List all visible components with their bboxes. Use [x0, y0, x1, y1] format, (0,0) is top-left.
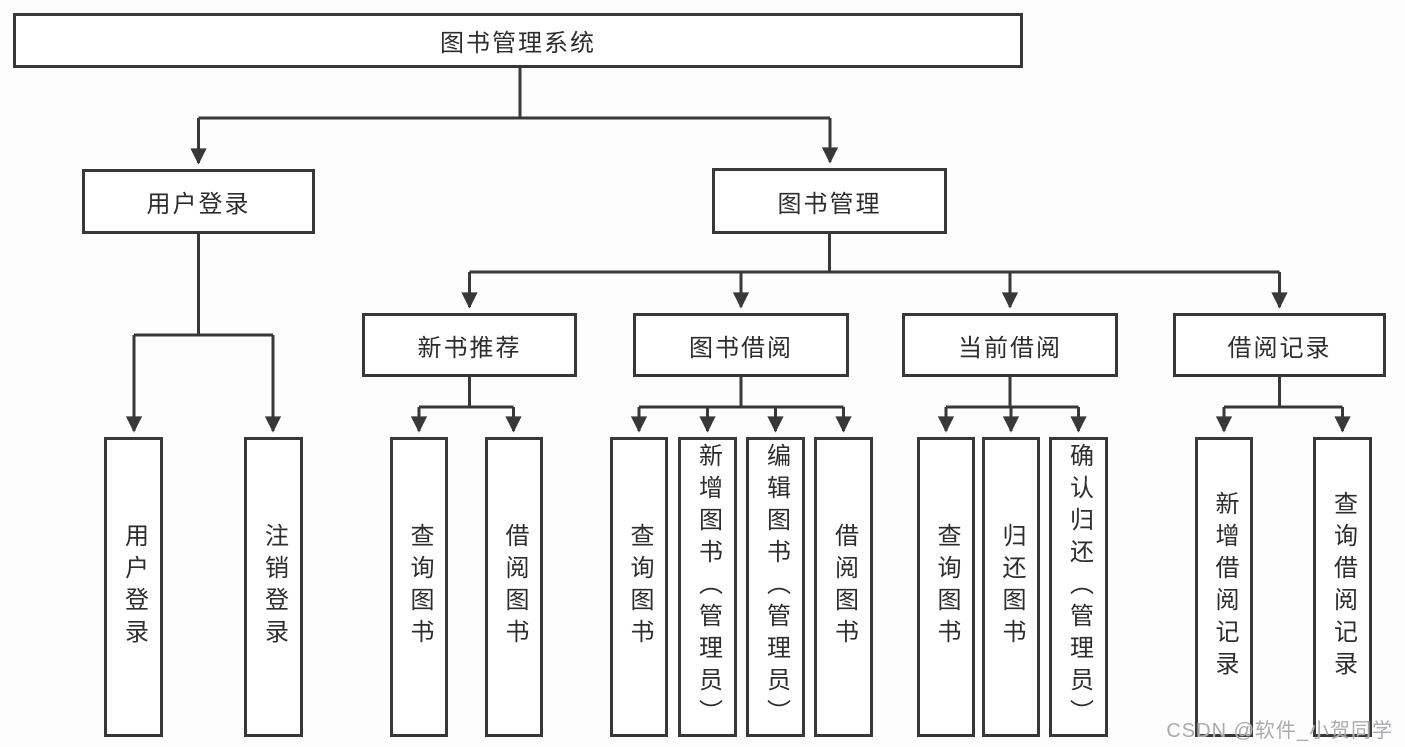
leaf-label: 查询借阅记录 [1329, 491, 1357, 683]
leaf-confirm-return-admin: 确认归还（管理员） [1049, 437, 1108, 737]
leaf-add-books-admin: 新增图书（管理员） [678, 437, 737, 737]
node-current-borrowing: 当前借阅 [902, 313, 1118, 377]
node-library-management-system: 图书管理系统 [13, 13, 1023, 68]
leaf-label: 编辑图书（管理员） [762, 443, 790, 731]
csdn-watermark: CSDN @软件_小贺同学 [1166, 720, 1393, 742]
leaf-logout: 注销登录 [244, 437, 303, 737]
leaf-label: 查询图书 [406, 523, 433, 651]
leaf-label: 查询图书 [933, 523, 960, 651]
leaf-label: 借阅图书 [501, 523, 528, 651]
leaf-query-books-recommend: 查询图书 [390, 437, 448, 737]
leaf-label: 借阅图书 [830, 523, 858, 651]
leaf-label: 新增图书（管理员） [694, 443, 722, 731]
node-borrowing-records: 借阅记录 [1173, 313, 1386, 377]
leaf-query-books-current: 查询图书 [917, 437, 975, 737]
node-new-book-recommendation: 新书推荐 [362, 313, 577, 377]
leaf-label: 用户登录 [120, 523, 148, 651]
leaf-user-login: 用户登录 [104, 437, 163, 737]
leaf-label: 归还图书 [998, 523, 1025, 651]
leaf-label: 查询图书 [626, 523, 653, 651]
leaf-label: 新增借阅记录 [1211, 491, 1238, 683]
leaf-query-borrow-record: 查询借阅记录 [1313, 437, 1372, 737]
node-book-borrowing: 图书借阅 [633, 313, 849, 377]
node-user-login: 用户登录 [82, 169, 315, 234]
node-book-management: 图书管理 [712, 168, 947, 234]
leaf-label: 注销登录 [260, 523, 288, 651]
leaf-borrow-books: 借阅图书 [814, 437, 873, 737]
leaf-query-books-borrow: 查询图书 [610, 437, 668, 737]
leaf-label: 确认归还（管理员） [1065, 443, 1093, 731]
leaf-return-books: 归还图书 [982, 437, 1040, 737]
leaf-add-borrow-record: 新增借阅记录 [1195, 437, 1253, 737]
leaf-edit-books-admin: 编辑图书（管理员） [746, 437, 805, 737]
leaf-borrow-books-recommend: 借阅图书 [485, 437, 543, 737]
